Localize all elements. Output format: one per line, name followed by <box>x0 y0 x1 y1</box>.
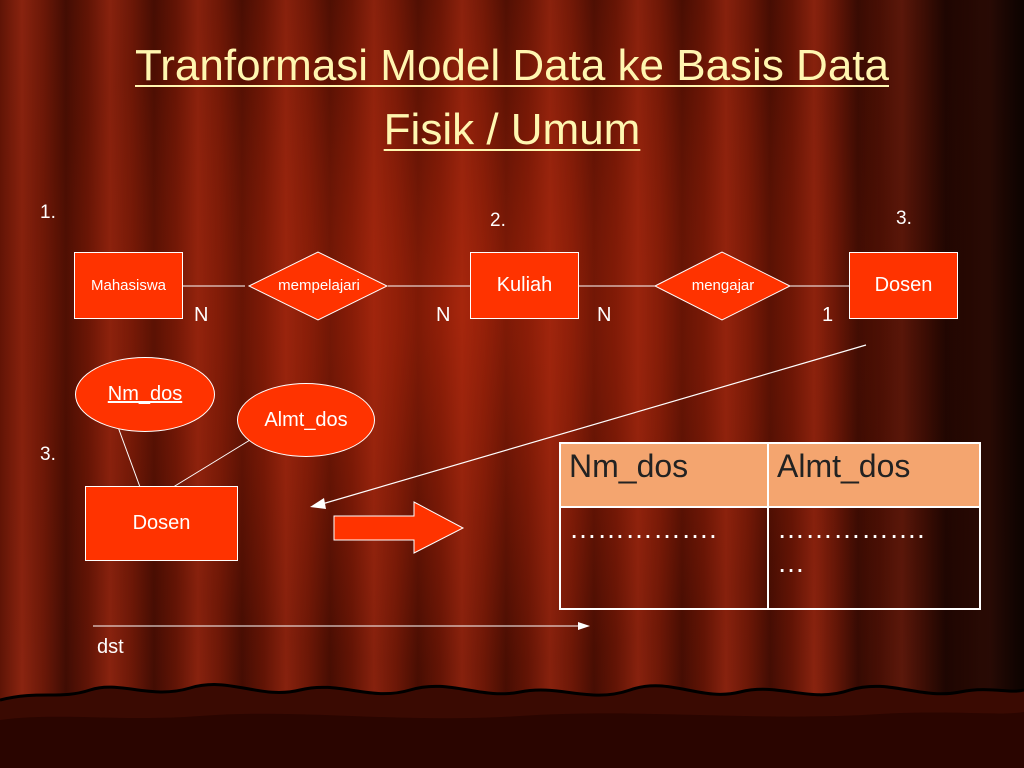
entity-dosen-label: Dosen <box>874 274 933 296</box>
slide-title-line1: Tranformasi Model Data ke Basis Data <box>135 41 889 90</box>
table-cell-almt-dos-line2: … <box>777 547 805 578</box>
table-header-almt-dos: Almt_dos <box>767 442 981 508</box>
table-header-row: Nm_dos Almt_dos <box>559 442 981 508</box>
cardinality-1: N <box>194 304 209 326</box>
curtain-valance-edge <box>0 683 1024 702</box>
table-row: ……………. ……………. … <box>559 506 981 610</box>
connector-almtdos-dosen <box>169 439 251 490</box>
connector-nmdos-dosen <box>117 426 141 488</box>
cardinality-4: 1 <box>822 304 834 326</box>
entity-kuliah: Kuliah <box>470 252 579 319</box>
table-header-nm-dos: Nm_dos <box>559 442 769 508</box>
step-label-three-left: 3. <box>40 444 56 465</box>
transform-arrow-head <box>310 498 326 509</box>
physical-table: Nm_dos Almt_dos ……………. ……………. … <box>559 442 981 610</box>
relationship-diamond-mengajar <box>653 251 792 321</box>
entity-dosen: Dosen <box>849 252 958 319</box>
attribute-nm-dos: Nm_dos <box>75 357 215 432</box>
step-label-three-top: 3. <box>896 208 912 229</box>
continue-label: dst <box>97 636 124 658</box>
relationship-diamond-mempelajari <box>247 251 389 321</box>
relationship-label-mengajar: mengajar <box>691 277 755 294</box>
entity-dosen-detail-label: Dosen <box>132 512 191 534</box>
table-cell-nm-dos-text: ……………. <box>569 513 717 544</box>
dst-arrow-head <box>578 622 590 630</box>
entity-mahasiswa-label: Mahasiswa <box>90 277 167 294</box>
transform-arrow-line <box>321 344 867 505</box>
attribute-almt-dos-label: Almt_dos <box>264 408 348 431</box>
attribute-nm-dos-label: Nm_dos <box>107 383 183 405</box>
step-label-one: 1. <box>40 202 56 223</box>
step-label-two: 2. <box>490 210 506 231</box>
table-cell-almt-dos-line1: ……………. <box>777 513 925 544</box>
entity-mahasiswa: Mahasiswa <box>74 252 183 319</box>
curtain-valance-shade <box>0 712 1024 768</box>
attribute-almt-dos: Almt_dos <box>237 383 375 457</box>
cardinality-3: N <box>597 304 612 326</box>
cardinality-2: N <box>436 304 451 326</box>
table-cell-nm-dos: ……………. <box>559 506 769 610</box>
block-arrow <box>333 501 465 554</box>
table-cell-almt-dos: ……………. … <box>767 506 981 610</box>
entity-dosen-detail: Dosen <box>85 486 238 561</box>
entity-kuliah-label: Kuliah <box>496 274 553 296</box>
slide-title-line2: Fisik / Umum <box>383 105 641 154</box>
relationship-label-mempelajari: mempelajari <box>278 277 360 294</box>
